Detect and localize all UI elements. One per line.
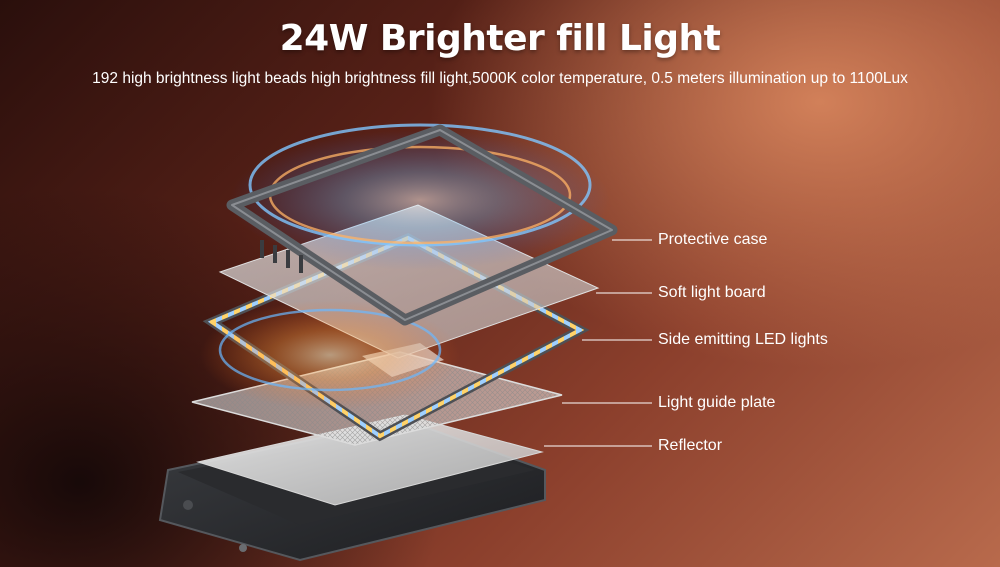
label-soft-light-board: Soft light board: [658, 284, 766, 301]
label-side-emitting-led-lights: Side emitting LED lights: [658, 331, 828, 348]
light-glow-effect: [200, 123, 610, 410]
label-reflector: Reflector: [658, 437, 723, 454]
label-light-guide-plate: Light guide plate: [658, 394, 776, 411]
label-protective-case: Protective case: [658, 231, 768, 248]
base-port-icon: [239, 544, 247, 552]
page-title: 24W Brighter fill Light: [279, 18, 721, 59]
protective-case-frame: [226, 124, 618, 326]
base-button-icon: [183, 500, 193, 510]
page-subtitle: 192 high brightness light beads high bri…: [92, 70, 908, 87]
